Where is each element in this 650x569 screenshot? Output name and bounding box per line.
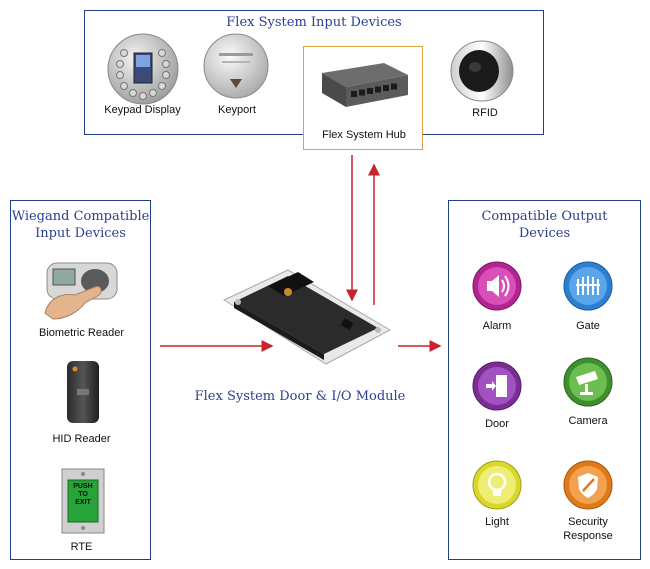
flex-system-hub-label: Flex System Hub xyxy=(322,129,406,141)
camera-label: Camera xyxy=(568,415,608,427)
keypad-display-label: Keypad Display xyxy=(104,104,181,116)
keyport-image xyxy=(203,31,269,101)
security-response-label-line1: Security xyxy=(568,516,608,528)
hid-reader-image xyxy=(65,359,101,425)
hid-reader-label: HID Reader xyxy=(52,433,111,445)
wiegand-devices-panel: Wiegand Compatible Input Devices Biometr… xyxy=(10,200,151,560)
output-title-line1: Compatible Output xyxy=(481,209,608,224)
alarm-icon xyxy=(472,261,522,311)
security-response-icon xyxy=(563,460,613,510)
wiegand-title-line1: Wiegand Compatible xyxy=(11,209,150,224)
wiegand-title-line2: Input Devices xyxy=(35,226,126,241)
rte-push-text: PUSH xyxy=(73,483,93,490)
rte-image xyxy=(61,468,105,534)
output-title-line2: Devices xyxy=(518,226,571,241)
camera-icon xyxy=(563,357,613,407)
gate-label: Gate xyxy=(576,320,600,332)
rte-label: RTE xyxy=(70,541,93,553)
flex-system-hub-image xyxy=(314,53,414,115)
flex-system-hub-box: Flex System Hub xyxy=(303,46,423,150)
door-icon xyxy=(472,361,522,411)
door-label: Door xyxy=(485,418,509,430)
light-icon xyxy=(472,460,522,510)
light-label: Light xyxy=(485,516,509,528)
rte-to-text: TO xyxy=(78,491,88,498)
keyport-label: Keyport xyxy=(218,104,256,116)
security-response-label-line2: Response xyxy=(563,530,613,542)
rte-button-text: PUSH TO EXIT xyxy=(68,483,98,507)
alarm-label: Alarm xyxy=(482,320,512,332)
output-devices-panel: Compatible Output Devices Alarm Gate xyxy=(448,200,641,560)
door-io-module-label: Flex System Door & I/O Module xyxy=(194,389,406,404)
keypad-display-image xyxy=(105,31,181,107)
rte-exit-text: EXIT xyxy=(75,499,91,506)
rfid-label: RFID xyxy=(472,107,498,119)
input-devices-title: Flex System Input Devices xyxy=(226,15,402,30)
gate-icon xyxy=(563,261,613,311)
door-io-module-image xyxy=(218,262,394,370)
rfid-image xyxy=(449,39,515,103)
biometric-reader-label: Biometric Reader xyxy=(39,327,124,339)
biometric-reader-image xyxy=(39,253,123,325)
